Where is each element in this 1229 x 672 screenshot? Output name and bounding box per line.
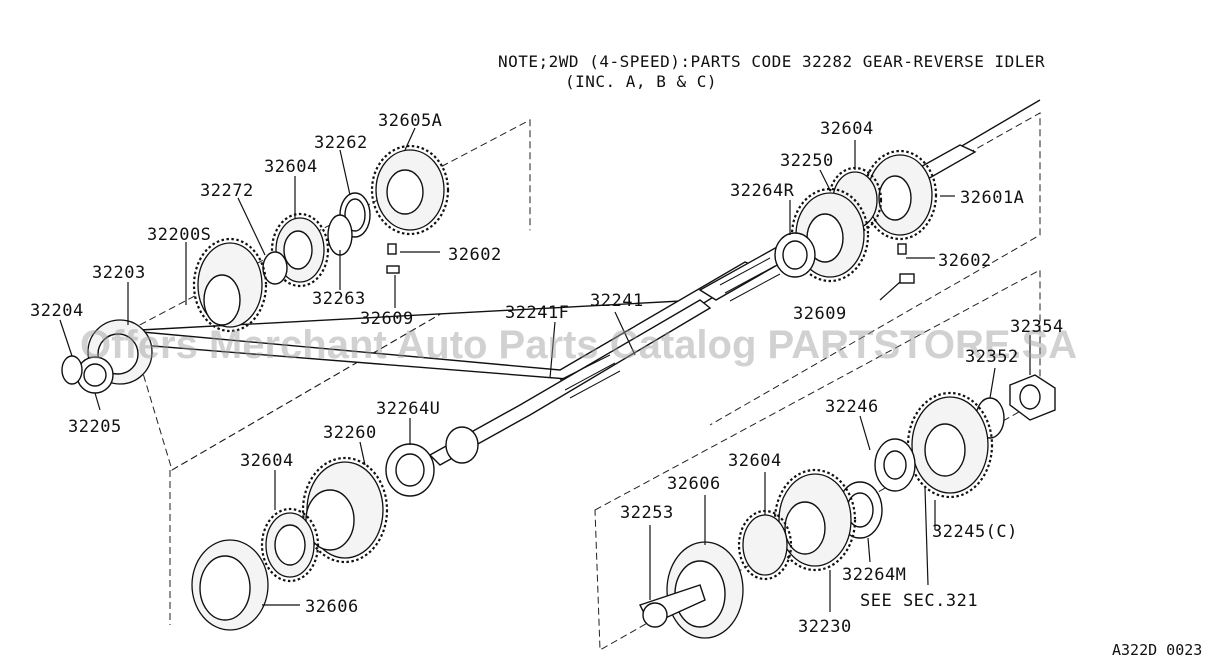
spring-32609-left	[386, 265, 400, 274]
note-line-2: (INC. A, B & C)	[565, 72, 717, 91]
shaft-spline-mid	[559, 354, 621, 399]
label-32205: 32205	[68, 417, 122, 437]
label-32604-top: 32604	[264, 157, 318, 177]
leader-lines	[59, 127, 1031, 612]
synchro-32604-left-low	[260, 507, 320, 583]
label-32250: 32250	[780, 151, 834, 171]
label-32609-right: 32609	[793, 304, 847, 324]
label-32606-left: 32606	[305, 597, 359, 617]
sleeve-32606-right	[666, 541, 744, 639]
label-32264U: 32264U	[376, 399, 440, 419]
ring-32205	[76, 356, 114, 394]
label-32602-left: 32602	[448, 245, 502, 265]
shaft-spline-right	[719, 257, 781, 302]
snap-ring-32204	[61, 355, 83, 385]
label-32203: 32203	[92, 263, 146, 283]
label-32264R: 32264R	[730, 181, 795, 201]
bearing-32246	[874, 438, 916, 492]
gear-32260	[301, 456, 389, 564]
label-see-sec-321: SEE SEC.321	[860, 591, 978, 611]
label-32260: 32260	[323, 423, 377, 443]
label-32604-low-right: 32604	[728, 451, 782, 471]
gear-32245C	[906, 391, 994, 499]
label-32354: 32354	[1010, 317, 1064, 337]
watermark: Offers Merchant Auto Parts Catalog PARTS…	[80, 323, 1077, 367]
gear-32605A	[370, 144, 450, 236]
label-32601A: 32601A	[960, 188, 1024, 208]
sleeve-32606-left	[191, 539, 269, 631]
label-32204: 32204	[30, 301, 84, 321]
label-32272: 32272	[200, 181, 254, 201]
label-32241F: 32241F	[505, 303, 569, 323]
note-line-1: NOTE;2WD (4-SPEED):PARTS CODE 32282 GEAR…	[498, 52, 1045, 71]
bearing-mid-shaft	[445, 426, 479, 464]
insert-32602-right	[897, 243, 907, 255]
nut-32354	[1009, 374, 1056, 421]
ring-32263	[327, 214, 353, 256]
bearing-32264U	[385, 443, 435, 497]
label-32241: 32241	[590, 291, 644, 311]
label-32602-right: 32602	[938, 251, 992, 271]
shaft-32253	[639, 584, 706, 628]
label-32262: 32262	[314, 133, 368, 153]
gear-32200S	[192, 237, 268, 333]
label-32352: 32352	[965, 347, 1019, 367]
label-32263: 32263	[312, 289, 366, 309]
label-32245C: 32245(C)	[932, 522, 1018, 542]
label-32264M: 32264M	[842, 565, 906, 585]
synchro-32604-top	[270, 212, 330, 288]
insert-32602-left	[387, 243, 397, 255]
label-32246: 32246	[825, 397, 879, 417]
label-32606-right: 32606	[667, 474, 721, 494]
label-32604-left-low: 32604	[240, 451, 294, 471]
ring-32262	[339, 192, 371, 238]
label-32230: 32230	[798, 617, 852, 637]
label-32609-left: 32609	[360, 309, 414, 329]
gear-32230	[773, 468, 857, 572]
label-32605A: 32605A	[378, 111, 442, 131]
spring-32609-right	[899, 273, 915, 284]
diagram-code: A322D 0023	[1112, 641, 1202, 659]
label-32604-right: 32604	[820, 119, 874, 139]
bearing-32264R	[774, 232, 816, 278]
label-32200S: 32200S	[147, 225, 211, 245]
label-32253: 32253	[620, 503, 674, 523]
